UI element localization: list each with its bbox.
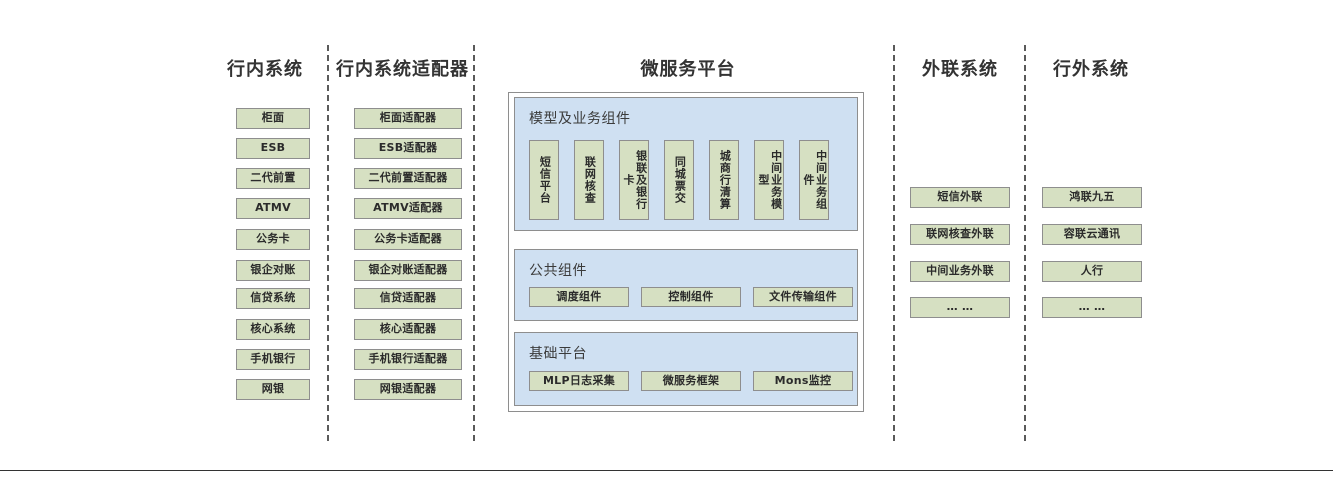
node-model-6[interactable]: 中间业务模型	[754, 140, 784, 220]
platform-title: 微服务平台	[640, 59, 736, 80]
panel-title-base-platform: 基础平台	[529, 346, 587, 362]
node-adapter-3[interactable]: 二代前置适配器	[354, 168, 462, 189]
divider-4	[1024, 45, 1026, 441]
node-model-2[interactable]: 联网核查	[574, 140, 604, 220]
node-external-4[interactable]: … …	[910, 297, 1010, 318]
node-adapter-2[interactable]: ESB适配器	[354, 138, 462, 159]
node-internal-2[interactable]: ESB	[236, 138, 310, 159]
node-adapter-8[interactable]: 核心适配器	[354, 319, 462, 340]
node-internal-1[interactable]: 柜面	[236, 108, 310, 129]
divider-1	[327, 45, 329, 441]
column-title-internal-systems: 行内系统	[227, 59, 303, 80]
node-model-7[interactable]: 中间业务组件	[799, 140, 829, 220]
node-offbank-3[interactable]: 人行	[1042, 261, 1142, 282]
panel-base-platform: 基础平台	[514, 332, 858, 406]
node-internal-10[interactable]: 网银	[236, 379, 310, 400]
node-adapter-4[interactable]: ATMV适配器	[354, 198, 462, 219]
node-offbank-2[interactable]: 容联云通讯	[1042, 224, 1142, 245]
node-base-2[interactable]: 微服务框架	[641, 371, 741, 391]
column-title-internal-adapters: 行内系统适配器	[336, 59, 469, 80]
divider-2	[473, 45, 475, 441]
platform-outer-frame	[508, 92, 864, 412]
node-adapter-6[interactable]: 银企对账适配器	[354, 260, 462, 281]
node-offbank-1[interactable]: 鸿联九五	[1042, 187, 1142, 208]
node-adapter-10[interactable]: 网银适配器	[354, 379, 462, 400]
node-base-3[interactable]: Mons监控	[753, 371, 853, 391]
node-internal-8[interactable]: 核心系统	[236, 319, 310, 340]
node-public-1[interactable]: 调度组件	[529, 287, 629, 307]
node-internal-6[interactable]: 银企对账	[236, 260, 310, 281]
column-title-offbank-systems: 行外系统	[1053, 59, 1129, 80]
panel-title-public-components: 公共组件	[529, 263, 587, 279]
bottom-rule	[0, 470, 1333, 471]
node-public-3[interactable]: 文件传输组件	[753, 287, 853, 307]
node-adapter-1[interactable]: 柜面适配器	[354, 108, 462, 129]
node-external-1[interactable]: 短信外联	[910, 187, 1010, 208]
node-model-4[interactable]: 同城票交	[664, 140, 694, 220]
node-base-1[interactable]: MLP日志采集	[529, 371, 629, 391]
node-internal-4[interactable]: ATMV	[236, 198, 310, 219]
panel-public-components: 公共组件	[514, 249, 858, 321]
node-internal-9[interactable]: 手机银行	[236, 349, 310, 370]
node-external-3[interactable]: 中间业务外联	[910, 261, 1010, 282]
panel-title-model-business-components: 模型及业务组件	[529, 111, 631, 127]
divider-3	[893, 45, 895, 441]
node-external-2[interactable]: 联网核查外联	[910, 224, 1010, 245]
node-model-3[interactable]: 银联及银行卡	[619, 140, 649, 220]
column-title-external-link-systems: 外联系统	[922, 59, 998, 80]
node-model-5[interactable]: 城商行清算	[709, 140, 739, 220]
node-adapter-9[interactable]: 手机银行适配器	[354, 349, 462, 370]
node-internal-7[interactable]: 信贷系统	[236, 288, 310, 309]
node-internal-3[interactable]: 二代前置	[236, 168, 310, 189]
node-public-2[interactable]: 控制组件	[641, 287, 741, 307]
node-offbank-4[interactable]: … …	[1042, 297, 1142, 318]
node-adapter-7[interactable]: 信贷适配器	[354, 288, 462, 309]
node-adapter-5[interactable]: 公务卡适配器	[354, 229, 462, 250]
node-model-1[interactable]: 短信平台	[529, 140, 559, 220]
node-internal-5[interactable]: 公务卡	[236, 229, 310, 250]
